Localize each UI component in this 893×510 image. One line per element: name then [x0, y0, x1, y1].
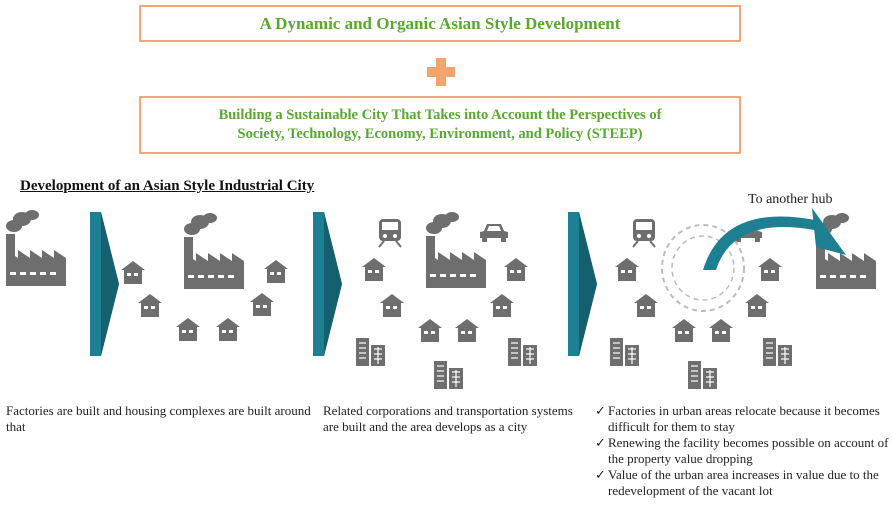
car-icon	[480, 224, 508, 242]
house-icon	[672, 319, 696, 342]
factory-icon	[184, 213, 244, 289]
stage-3-bullet: ✓Factories in urban areas relocate becau…	[595, 403, 880, 434]
house-icon	[615, 258, 639, 281]
title-text: A Dynamic and Organic Asian Style Develo…	[259, 14, 621, 33]
house-icon	[138, 294, 162, 317]
subtitle-line-1: Building a Sustainable City That Takes i…	[218, 107, 662, 123]
house-icon	[176, 318, 200, 341]
factory-icon	[816, 213, 876, 289]
chevron-arrow-icon	[313, 212, 342, 356]
house-icon	[634, 294, 658, 317]
building-icon	[433, 360, 464, 390]
relocation-arrow-icon	[703, 208, 846, 270]
train-icon	[378, 218, 402, 248]
train-icon	[632, 218, 656, 248]
stage-2-description: Related corporations and transportation …	[323, 403, 573, 434]
stage-3-bullet: ✓Renewing the facility becomes possible …	[595, 435, 889, 466]
stage-3-bullet-list: ✓Factories in urban areas relocate becau…	[595, 403, 890, 499]
building-icon	[687, 360, 718, 390]
house-icon	[745, 294, 769, 317]
factory-icon	[426, 212, 486, 288]
plus-icon	[425, 56, 457, 88]
subtitle-box: Building a Sustainable City That Takes i…	[139, 96, 741, 154]
chevron-arrow-icon	[568, 212, 597, 356]
house-icon	[121, 261, 145, 284]
house-icon	[362, 258, 386, 281]
house-icon	[418, 319, 442, 342]
stage-2	[355, 212, 538, 390]
house-icon	[709, 319, 733, 342]
hub-label: To another hub	[748, 192, 833, 207]
subtitle-line-2: Society, Technology, Economy, Environmen…	[237, 126, 643, 142]
section-heading: Development of an Asian Style Industrial…	[20, 178, 315, 194]
house-icon	[490, 294, 514, 317]
stage-3	[609, 208, 876, 390]
house-icon	[504, 258, 528, 281]
building-icon	[355, 337, 386, 367]
house-icon	[380, 294, 404, 317]
check-icon: ✓	[595, 467, 606, 482]
building-icon	[507, 337, 538, 367]
stage-3-bullet: ✓Value of the urban area increases in va…	[595, 467, 879, 498]
house-icon	[264, 260, 288, 283]
building-icon	[762, 337, 793, 367]
building-icon	[609, 337, 640, 367]
stage-1	[6, 210, 288, 341]
house-icon	[250, 293, 274, 316]
house-icon	[216, 318, 240, 341]
chevron-arrow-icon	[90, 212, 119, 356]
check-icon: ✓	[595, 435, 606, 450]
house-icon	[758, 258, 782, 281]
house-icon	[455, 319, 479, 342]
check-icon: ✓	[595, 403, 606, 418]
stage-1-description: Factories are built and housing complexe…	[6, 403, 311, 434]
title-box: A Dynamic and Organic Asian Style Develo…	[139, 5, 741, 42]
factory-icon	[6, 210, 66, 286]
